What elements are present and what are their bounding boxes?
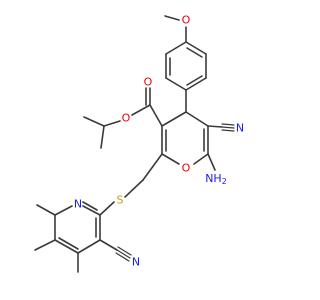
pyridine-nitrogen-label: N (74, 198, 82, 211)
structure-canvas: O O O O N NH2 S N N (34, 14, 244, 273)
bonds (34, 15, 235, 273)
amino-label: NH (205, 172, 222, 185)
ester-carbonyl-oxygen-label: O (144, 76, 153, 89)
cyano-nitrogen-top-label: N (236, 122, 244, 135)
amino-group-label: NH2 (205, 172, 227, 186)
amino-subscript: 2 (222, 177, 227, 186)
atom-labels: O O O O N NH2 S N N (74, 14, 244, 269)
methoxy-oxygen-label: O (182, 14, 191, 27)
molecule-diagram: O O O O N NH2 S N N (34, 14, 244, 273)
thioether-sulfur-label: S (117, 194, 124, 207)
cyano-nitrogen-bottom-label: N (132, 256, 140, 269)
pyran-oxygen-label: O (182, 162, 191, 175)
ester-oxygen-label: O (122, 112, 131, 125)
